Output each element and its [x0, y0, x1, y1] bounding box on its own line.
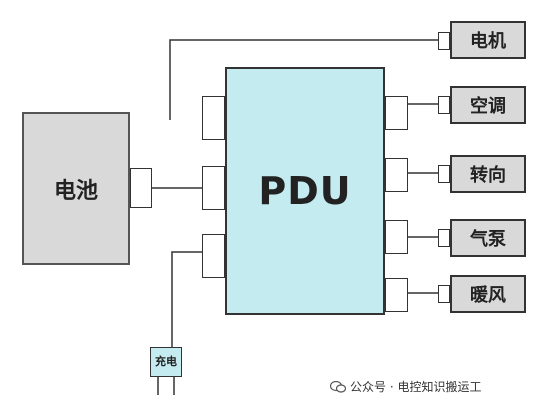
load-heater: 暖风 — [450, 275, 526, 313]
pump-connector — [438, 229, 450, 247]
load-steering-label: 转向 — [470, 165, 506, 186]
battery-box: 电池 — [22, 112, 130, 265]
heater-connector — [438, 285, 450, 303]
pdu-port-motor — [202, 96, 225, 140]
load-motor-label: 电机 — [470, 31, 506, 52]
wechat-icon — [330, 380, 346, 393]
pdu-label: PDU — [258, 169, 352, 213]
pdu-port-ac — [385, 96, 408, 130]
watermark-text: 公众号 · 电控知识搬运工 — [350, 380, 482, 394]
pdu-box: PDU — [225, 67, 385, 315]
load-heater-label: 暖风 — [470, 285, 506, 306]
pdu-port-charger — [202, 234, 225, 278]
ac-connector — [438, 96, 450, 114]
pdu-port-pump — [385, 220, 408, 254]
pdu-port-heater — [385, 278, 408, 312]
motor-connector — [438, 32, 450, 50]
load-steering: 转向 — [450, 155, 526, 193]
load-pump: 气泵 — [450, 219, 526, 257]
load-ac-label: 空调 — [470, 96, 506, 117]
pdu-port-steering — [385, 158, 408, 192]
load-motor: 电机 — [450, 21, 526, 59]
battery-label: 电池 — [53, 178, 98, 204]
charger-plug: 充电 — [150, 347, 182, 377]
steering-connector — [438, 165, 450, 183]
watermark: 公众号 · 电控知识搬运工 — [330, 378, 481, 395]
wire-motor — [169, 39, 438, 120]
wire-charger — [171, 251, 202, 347]
battery-connector — [130, 168, 152, 208]
load-ac: 空调 — [450, 86, 526, 124]
load-pump-label: 气泵 — [470, 229, 506, 250]
pdu-port-battery — [202, 166, 225, 210]
charger-label: 充电 — [155, 355, 177, 368]
